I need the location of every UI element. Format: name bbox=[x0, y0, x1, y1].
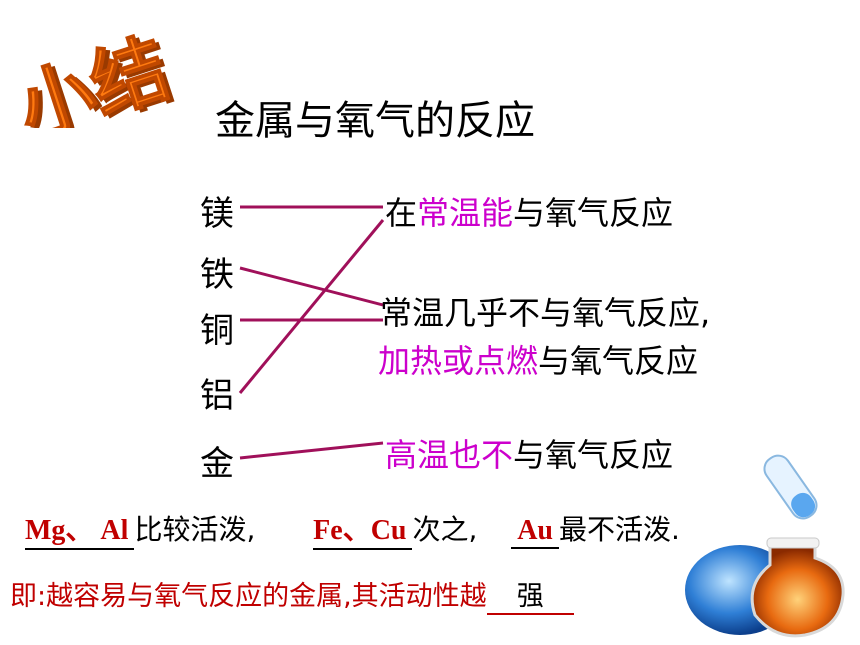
summary-logo: 小结 小结 bbox=[8, 22, 184, 128]
r1-highlight: 常温能 bbox=[417, 194, 514, 232]
metal-fe: 铁 bbox=[200, 255, 234, 295]
r1-pre: 在 bbox=[385, 194, 418, 232]
blank-mg-al: Mg、 Al bbox=[25, 508, 135, 550]
r2-post: 与氧气反应 bbox=[538, 342, 699, 380]
summary-text1: 比较活泼, bbox=[134, 513, 256, 546]
blank-au: Au bbox=[511, 515, 559, 549]
metal-au: 金 bbox=[200, 444, 234, 484]
page-title: 金属与氧气的反应 bbox=[215, 98, 535, 144]
metal-al: 铝 bbox=[200, 376, 234, 416]
metal-cu: 铜 bbox=[200, 311, 234, 351]
reaction-heat-line1: 常温几乎不与氧气反应, bbox=[380, 294, 711, 332]
r3-highlight: 高温也不 bbox=[385, 436, 514, 474]
conclusion-answer: 强 bbox=[486, 574, 574, 615]
line-au bbox=[239, 441, 384, 460]
r3-post: 与氧气反应 bbox=[513, 436, 674, 474]
conclusion-text: 即:越容易与氧气反应的金属,其活动性越 bbox=[10, 581, 487, 612]
summary-text2: 次之, bbox=[412, 513, 478, 546]
r2-highlight: 加热或点燃 bbox=[378, 342, 539, 380]
metal-mg: 镁 bbox=[200, 194, 234, 234]
summary-text3: 最不活泼. bbox=[559, 513, 680, 546]
blank-fe-cu: Fe、Cu bbox=[313, 508, 413, 550]
line-al bbox=[238, 219, 385, 394]
reaction-high-temp: 高温也不与氧气反应 bbox=[385, 430, 673, 476]
reaction-room-temp: 在常温能与氧气反应 bbox=[385, 188, 673, 234]
line-fe bbox=[239, 266, 384, 307]
r1-post: 与氧气反应 bbox=[513, 194, 674, 232]
reaction-heat-line2: 加热或点燃与氧气反应 bbox=[378, 336, 698, 382]
conclusion: 即:越容易与氧气反应的金属,其活动性越强 bbox=[10, 574, 574, 615]
lab-glassware-image bbox=[685, 450, 860, 645]
